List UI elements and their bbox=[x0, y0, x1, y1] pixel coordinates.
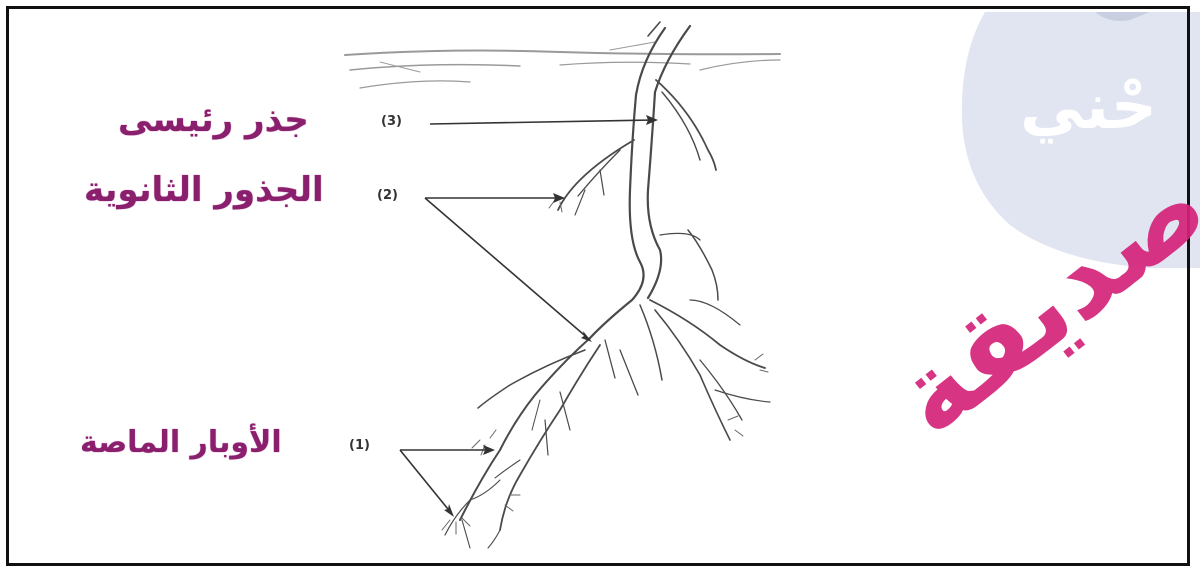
label-number-3: (3) bbox=[381, 114, 402, 129]
label-number-1: (1) bbox=[349, 438, 370, 453]
label-main-root: جذر رئيسى bbox=[118, 100, 309, 140]
arrow-1-hairs-lower bbox=[400, 450, 452, 514]
arrow-3-main-root bbox=[430, 120, 655, 124]
label-root-hairs: الأوبار الماصة bbox=[80, 425, 282, 460]
watermark-top-text: حْني bbox=[1020, 70, 1157, 144]
label-secondary-roots: الجذور الثانوية bbox=[84, 170, 324, 210]
arrow-2-secondary-lower bbox=[425, 198, 590, 340]
label-number-2: (2) bbox=[377, 188, 398, 203]
